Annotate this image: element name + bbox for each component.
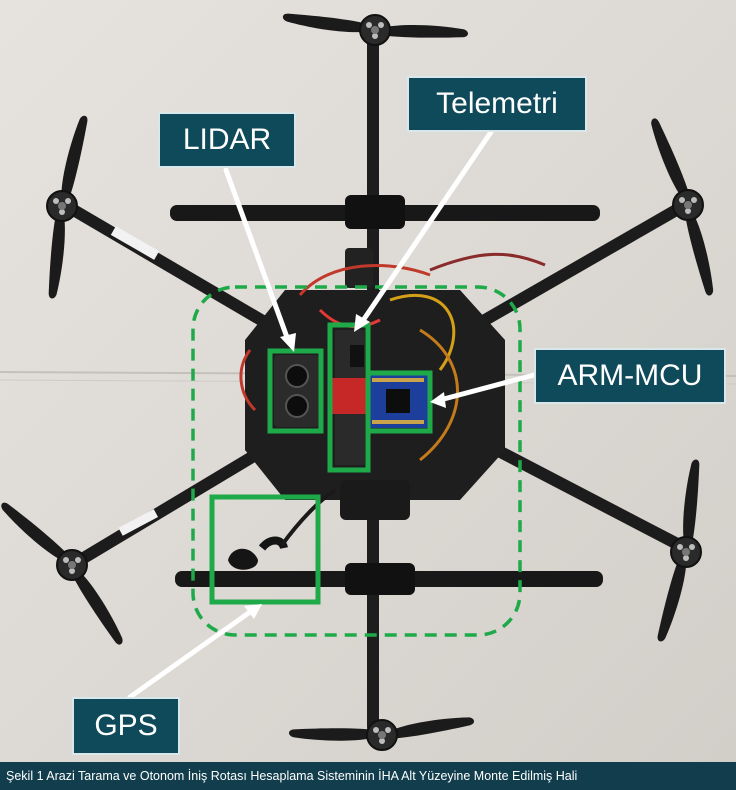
arm-mcu-board (368, 374, 428, 428)
gps-antenna (228, 488, 337, 570)
lidar-module (274, 355, 320, 427)
gps-label: GPS (72, 697, 180, 755)
pointer-lines (127, 129, 537, 700)
wiring (239, 252, 546, 462)
lidar-label: LIDAR (158, 112, 296, 168)
arm-sticker (118, 509, 159, 536)
landing-gear (170, 195, 603, 595)
telemetry-label: Telemetri (407, 76, 587, 132)
arm-sticker (110, 226, 160, 260)
figure-caption: Şekil 1 Arazi Tarama ve Otonom İniş Rota… (0, 762, 736, 790)
arm-mcu-label: ARM-MCU (534, 348, 726, 404)
gps-highlight (209, 494, 321, 605)
system-outline (191, 285, 522, 637)
lidar-highlight (267, 348, 324, 434)
telemetry-module (332, 330, 368, 465)
